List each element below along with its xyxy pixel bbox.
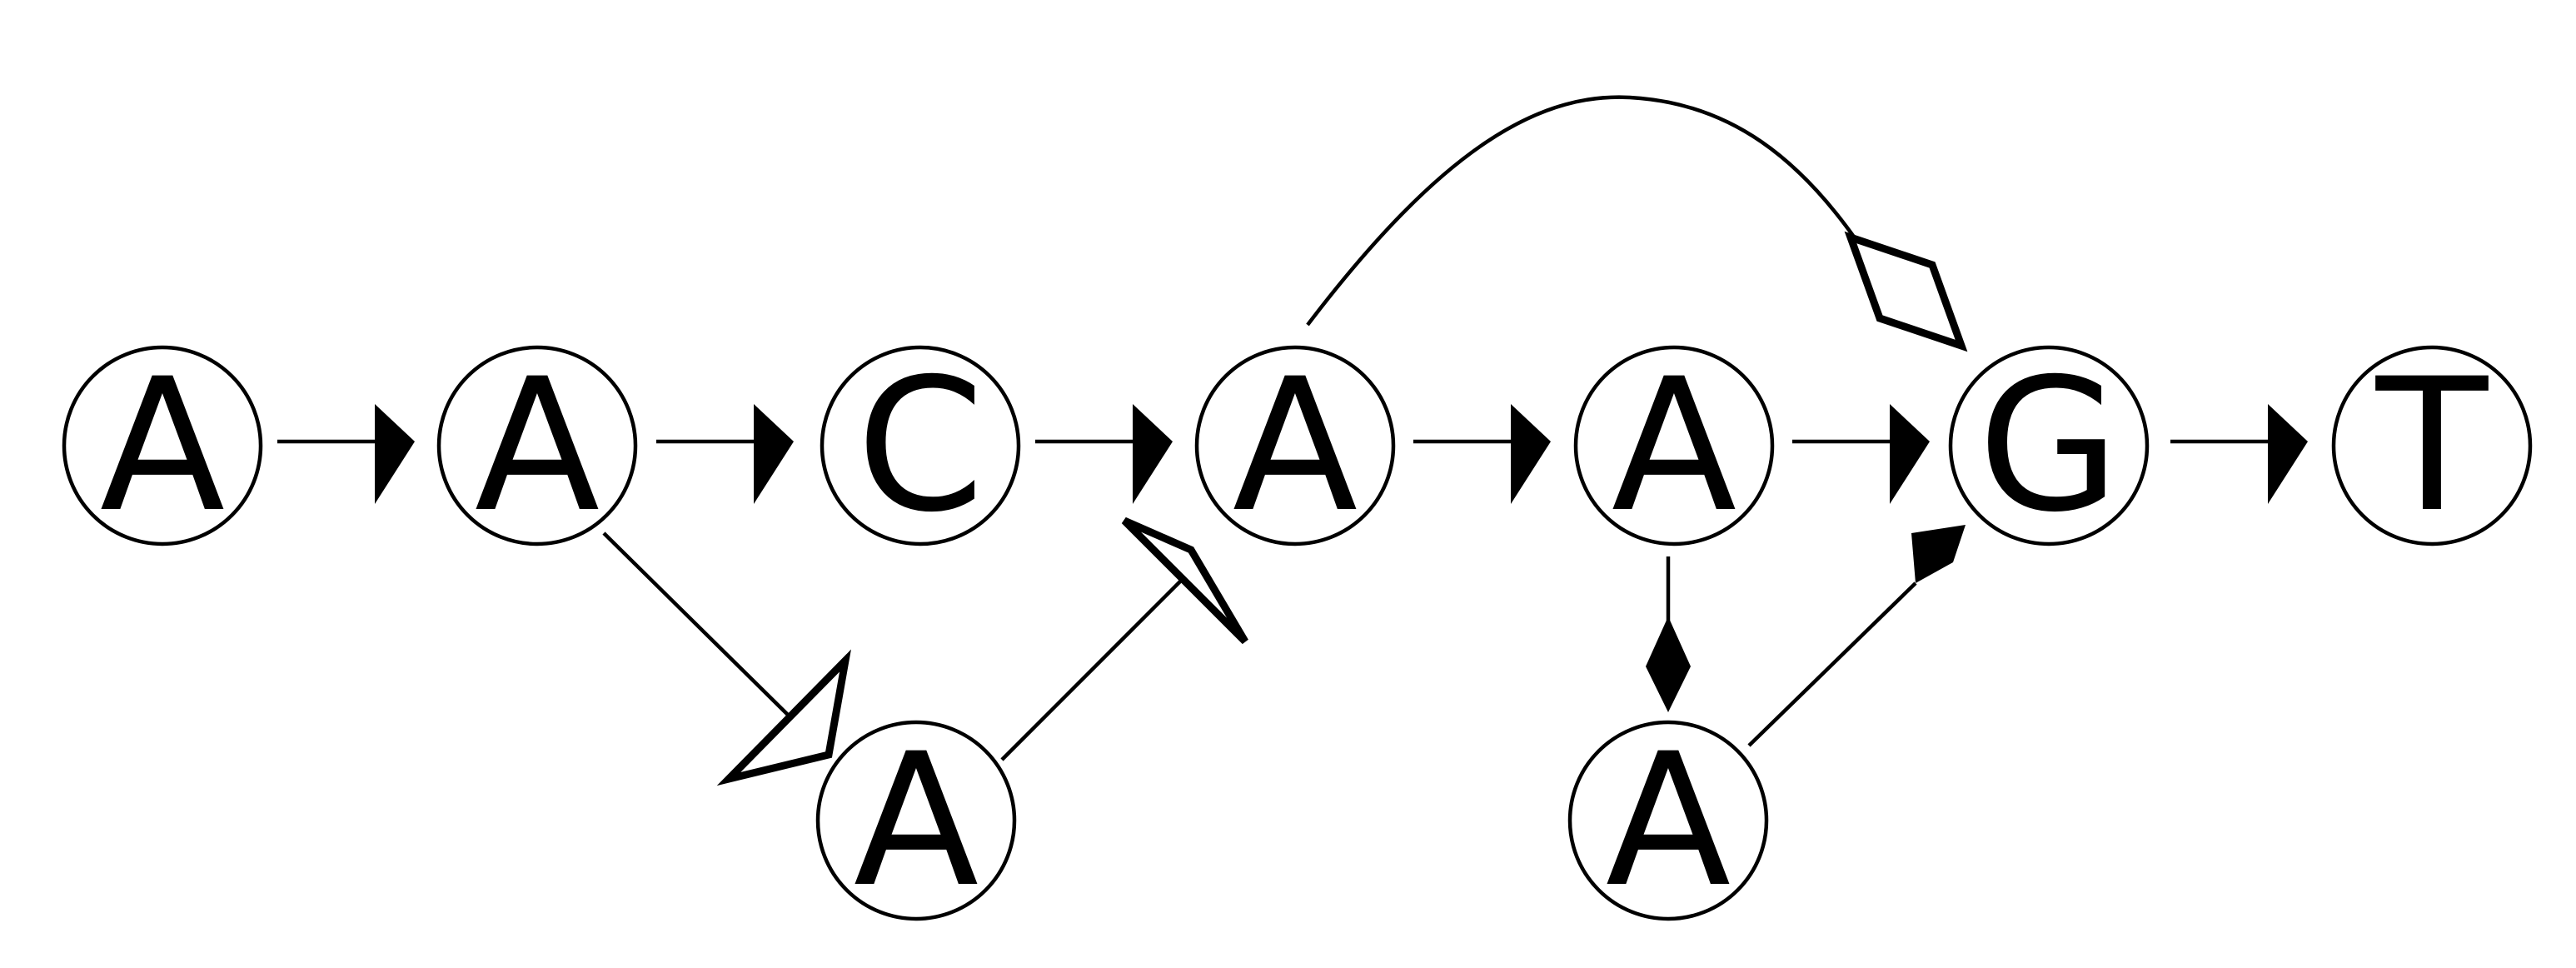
arrowhead-n4-n6: [1844, 231, 1968, 352]
arrowhead-n2-n8: [716, 649, 851, 786]
node-n3: C: [820, 339, 1021, 552]
arrowhead-n5-n9: [1646, 616, 1691, 712]
arrowhead-n1-n2: [375, 404, 415, 504]
node-n5-label: A: [1612, 339, 1737, 552]
node-n7-label: T: [2375, 339, 2489, 552]
node-n3-label: C: [856, 339, 984, 552]
node-n1: A: [62, 339, 263, 552]
node-n9: A: [1567, 714, 1769, 927]
arrowhead-n6-n7: [2268, 404, 2308, 504]
arrowhead-n9-n6: [1911, 525, 1966, 583]
arrowhead-n4-n5: [1511, 404, 1551, 504]
node-n6-label: G: [1978, 339, 2120, 552]
edge-n4-n6: [1306, 95, 1859, 327]
edge-n2-n8: [602, 531, 793, 720]
edge-n9-n6: [1747, 581, 1917, 747]
node-n9-label: A: [1606, 714, 1731, 927]
arrowhead-n8-n4: [1121, 516, 1248, 645]
arrowhead-n3-n4: [1133, 404, 1173, 504]
node-n7: T: [2331, 339, 2533, 552]
node-n2-label: A: [475, 339, 600, 552]
node-n8: A: [815, 714, 1017, 927]
node-n6: G: [1948, 339, 2150, 552]
edge-n8-n4: [1000, 573, 1188, 761]
node-n8-label: A: [854, 714, 979, 927]
node-n2: A: [436, 339, 638, 552]
arrowhead-n5-n6: [1890, 404, 1930, 504]
node-n1-label: A: [100, 339, 226, 552]
node-n4: A: [1194, 339, 1396, 552]
node-n5: A: [1573, 339, 1775, 552]
node-n4-label: A: [1233, 339, 1358, 552]
arrowhead-n2-n3: [754, 404, 794, 504]
